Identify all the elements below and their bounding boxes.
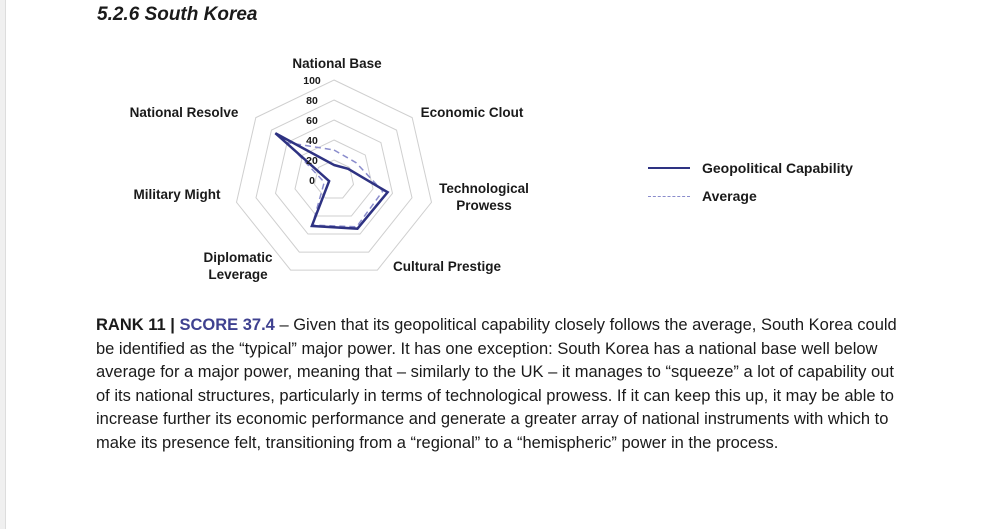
legend-item-average: Average xyxy=(648,182,853,210)
tick-label: 100 xyxy=(303,75,321,87)
legend-label: Average xyxy=(702,188,757,204)
axis-label: National Resolve xyxy=(130,105,239,120)
tick-label: 0 xyxy=(309,175,315,187)
page-edge xyxy=(0,0,6,529)
body-text: – Given that its geopolitical capability… xyxy=(96,316,897,452)
body-paragraph: RANK 11 | SCORE 37.4 – Given that its ge… xyxy=(96,314,902,455)
rank-label: RANK 11 | xyxy=(96,316,180,334)
axis-label: Cultural Prestige xyxy=(393,259,502,274)
series-capability xyxy=(274,132,390,230)
axis-label: National Base xyxy=(292,56,382,71)
grid-ring xyxy=(294,139,374,217)
tick-label: 80 xyxy=(306,95,318,107)
grid-ring xyxy=(255,99,413,253)
axis-label: Military Might xyxy=(134,187,222,202)
tick-label: 60 xyxy=(306,115,318,127)
chart-legend: Geopolitical Capability Average xyxy=(648,154,853,210)
legend-item-capability: Geopolitical Capability xyxy=(648,154,853,182)
grid-ring xyxy=(274,119,394,235)
axis-label: Economic Clout xyxy=(421,105,524,120)
tick-label: 20 xyxy=(306,155,318,167)
score-label: SCORE 37.4 xyxy=(179,316,275,334)
grid-ring xyxy=(235,79,433,271)
legend-label: Geopolitical Capability xyxy=(702,160,853,176)
tick-label: 40 xyxy=(306,135,318,147)
section-heading: 5.2.6 South Korea xyxy=(97,4,258,25)
